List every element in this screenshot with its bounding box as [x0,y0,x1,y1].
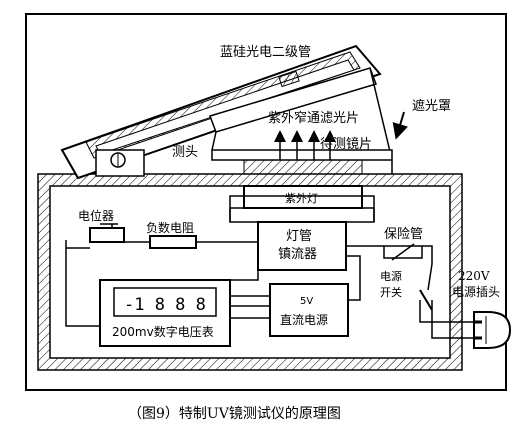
ballast-box [257,221,347,271]
mains-plug [473,311,512,349]
voltmeter-screen [113,287,217,317]
label-ballast-1: 灯管 [286,229,312,244]
power-switch [419,289,433,311]
voltmeter-readout: -1 8 8 8 [124,295,206,315]
light-shield [209,67,393,174]
label-power-switch-1: 电源 [380,269,402,283]
outer-frame [25,13,507,391]
label-mains-1: 220V [458,269,490,283]
label-mains-2: 电源插头 [452,285,500,299]
label-power-switch-2: 开关 [380,285,402,299]
hinge-block [95,149,145,177]
uv-lamp-box [243,185,363,209]
dc-supply-box [269,283,349,337]
shield-arrow [392,111,408,140]
label-lens: 待测镜片 [320,137,372,152]
label-photodiode: 蓝硅光电二级管 [220,45,311,60]
label-light-shield: 遮光罩 [412,98,451,114]
label-negative-resistor: 负数电阻 [146,220,194,235]
label-fuse: 保险管 [384,227,423,242]
figure-caption: （图9）特制UV镜测试仪的原理图 [128,406,341,422]
label-ballast-2: 镇流器 [278,247,317,262]
label-potentiometer: 电位器 [78,208,114,223]
lens-under-test [211,149,393,175]
label-voltmeter: 200mv数字电压表 [112,324,214,339]
light-rays [274,130,336,160]
photodiode [278,70,300,88]
label-uv-filter: 紫外窄通滤光片 [268,110,359,126]
label-dc-supply-2: 直流电源 [280,313,328,327]
potentiometer-box [89,227,125,243]
label-uv-lamp: 紫外灯 [285,192,318,205]
label-dc-supply-1: 5V [300,296,313,307]
label-probe: 测头 [172,145,198,160]
negative-resistor-box [149,235,197,249]
